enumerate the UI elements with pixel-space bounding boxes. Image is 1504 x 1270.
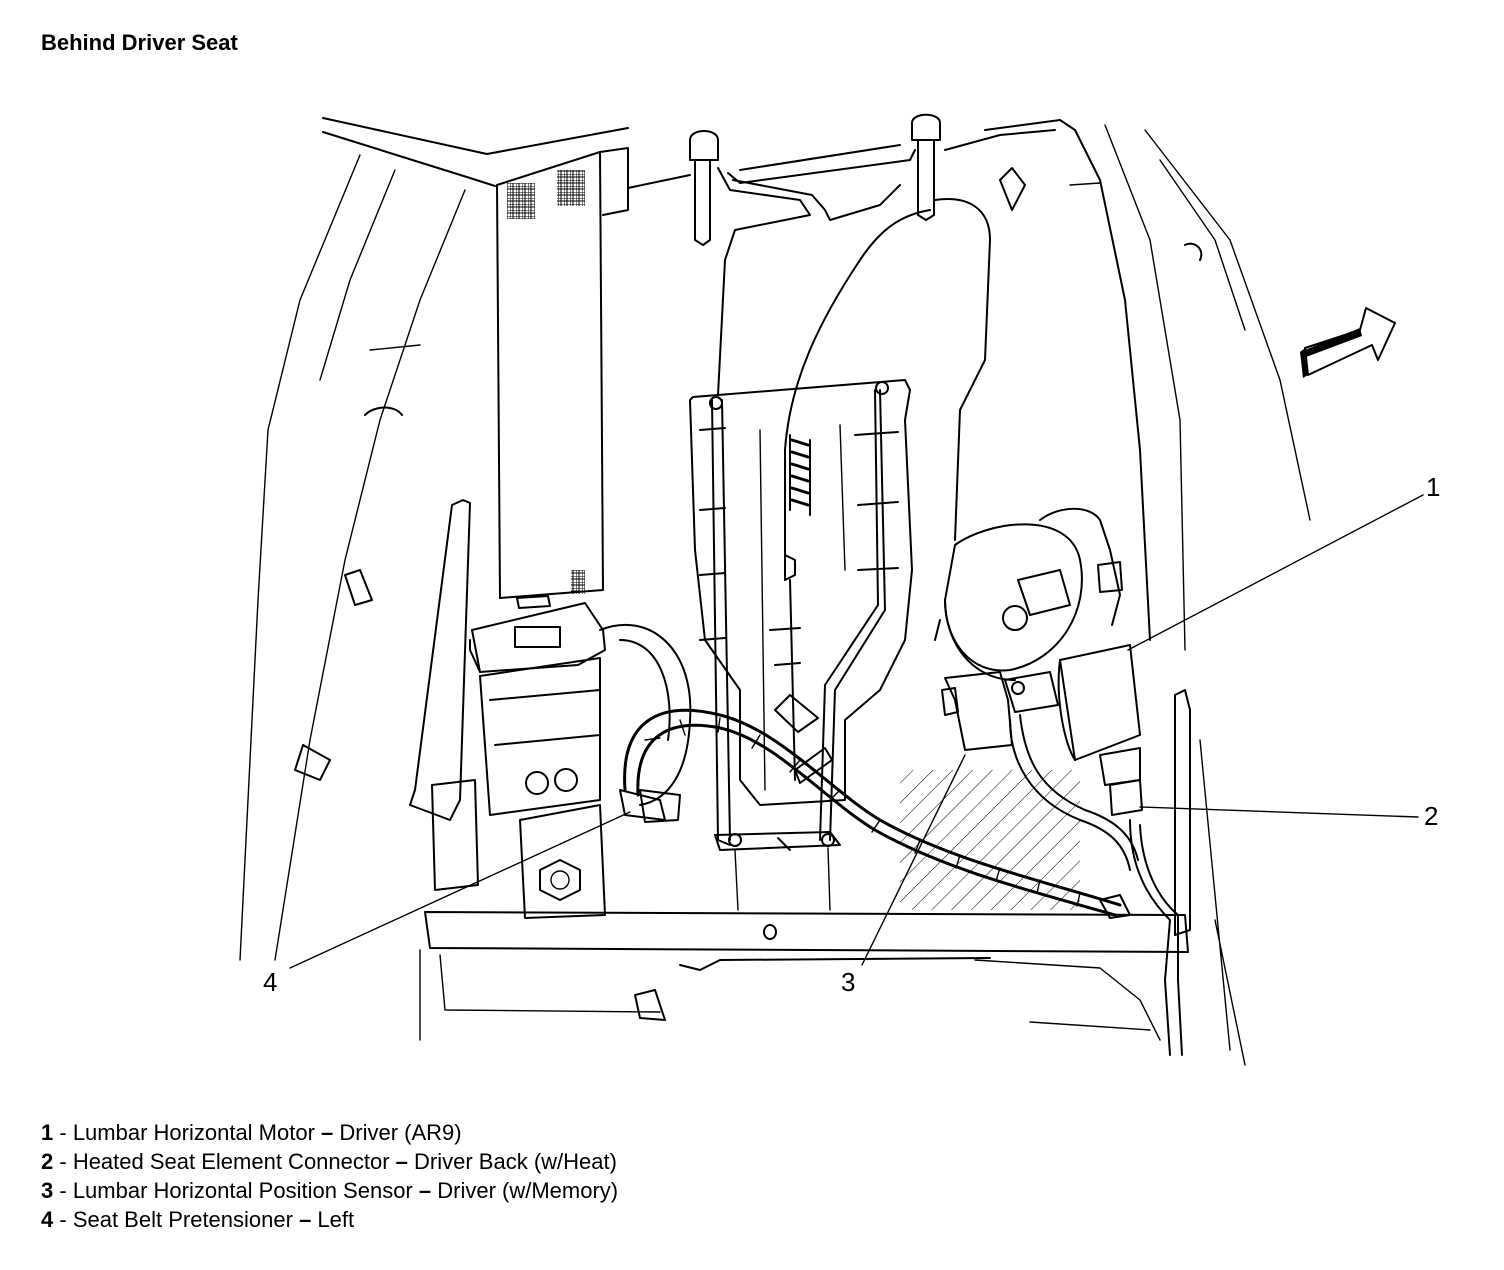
leader-1 — [1127, 494, 1424, 651]
callout-4: 4 — [263, 967, 278, 997]
seat-belt-pretensioner — [431, 602, 692, 919]
lumbar-position-sensor — [941, 671, 1059, 751]
callout-3: 3 — [841, 967, 856, 997]
right-body-panel — [984, 119, 1311, 1066]
front-direction-arrow — [1300, 307, 1396, 378]
headrest-posts — [627, 113, 1056, 396]
lumbar-support-plate — [689, 379, 913, 911]
callout-2: 2 — [1424, 801, 1439, 831]
leader-2 — [1139, 806, 1419, 818]
lower-frame — [419, 770, 1189, 1041]
legend: 1 - Lumbar Horizontal Motor – Driver (AR… — [41, 1118, 618, 1234]
leader-4 — [289, 811, 631, 969]
diagram-title: Behind Driver Seat — [41, 30, 238, 55]
legend-item: 2 - Heated Seat Element Connector – Driv… — [41, 1149, 617, 1174]
wire-harness — [619, 708, 1183, 1056]
left-body-panel — [239, 117, 629, 961]
callout-1: 1 — [1426, 472, 1441, 502]
lumbar-cable — [784, 198, 991, 781]
leader-3 — [861, 754, 966, 966]
leader-lines — [289, 494, 1424, 969]
legend-item: 4 - Seat Belt Pretensioner – Left — [41, 1207, 355, 1232]
lumbar-motor — [934, 507, 1143, 816]
legend-item: 1 - Lumbar Horizontal Motor – Driver (AR… — [41, 1120, 462, 1145]
legend-item: 3 - Lumbar Horizontal Position Sensor – … — [41, 1178, 619, 1203]
b-pillar — [496, 147, 629, 609]
